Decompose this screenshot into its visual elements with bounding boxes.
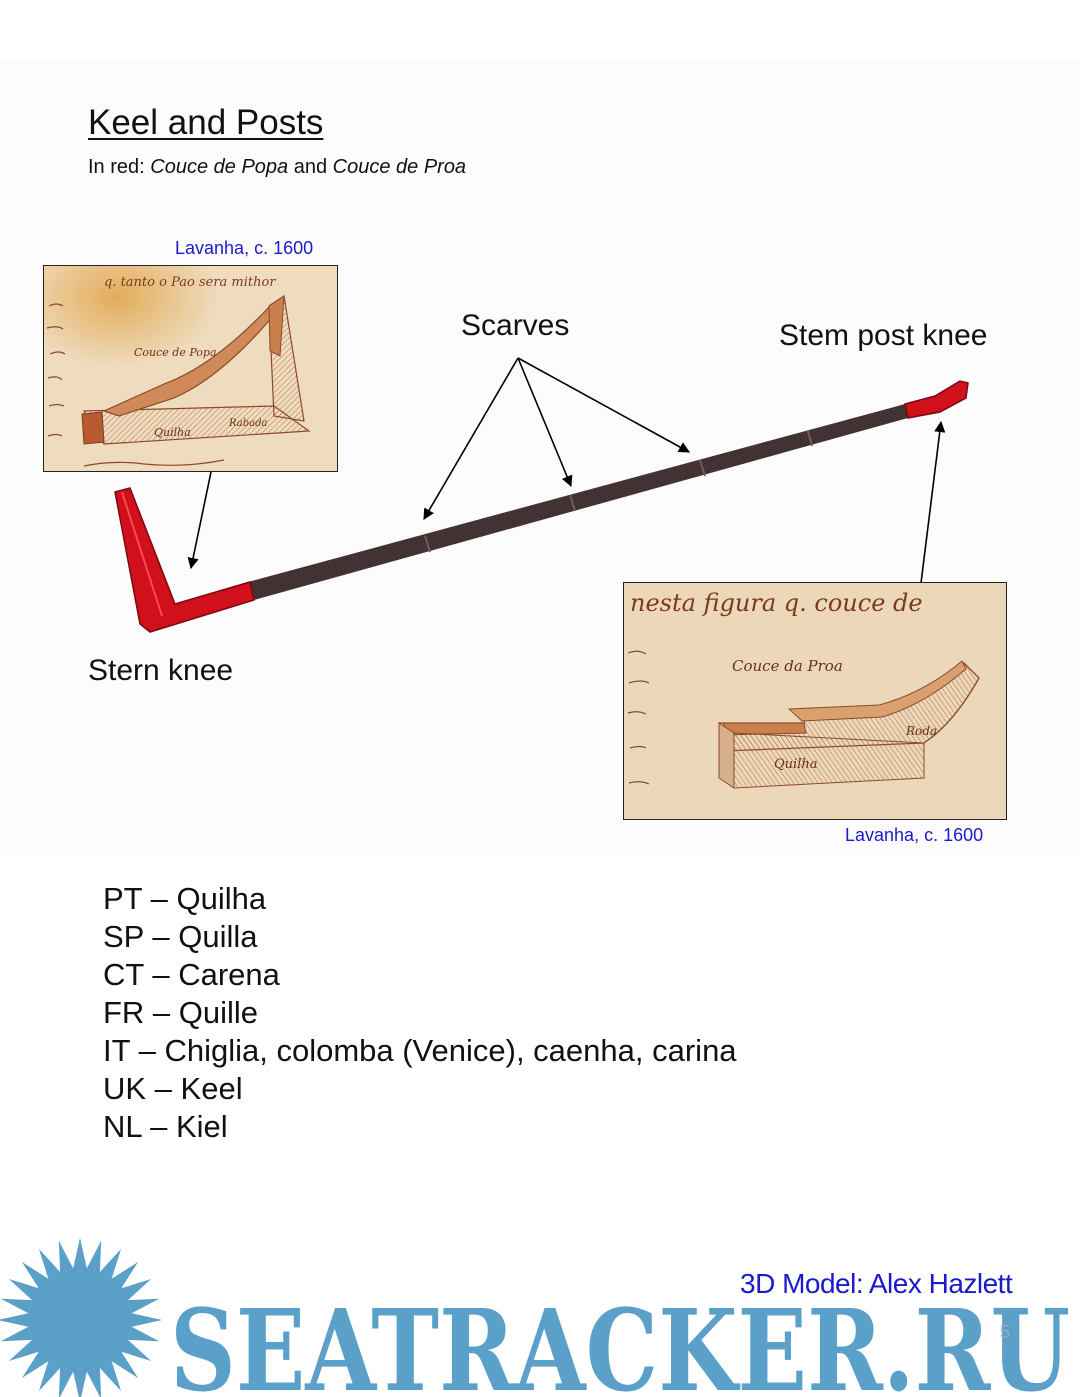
keel-diagram <box>114 357 969 633</box>
keel-beam <box>248 404 908 600</box>
subtitle-conjunction: and <box>288 156 333 178</box>
sun-logo-icon <box>0 1238 162 1397</box>
label-stem-post-knee: Stem post knee <box>779 319 988 352</box>
manuscript-part-label: Roda <box>905 724 937 738</box>
manuscript-part-label: Rabada <box>228 418 267 429</box>
subtitle-term-stern: Couce de Popa <box>150 156 289 178</box>
stern-post <box>114 487 255 633</box>
subtitle-term-bow: Couce de Proa <box>332 156 467 178</box>
subtitle-prefix: In red: <box>88 156 151 178</box>
caption-top-left: Lavanha, c. 1600 <box>175 238 314 258</box>
manuscript-part-label: Quilha <box>774 757 817 772</box>
manuscript-bow-image: nesta figura q. couce de Couce da Proa Q… <box>623 582 1007 820</box>
manuscript-script-line: q. tanto o Pao sera mithor <box>104 275 276 290</box>
manuscript-part-label: Couce de Popa <box>134 346 217 359</box>
manuscript-part-label: Quilha <box>154 426 191 439</box>
stem-post <box>904 380 969 419</box>
label-scarves: Scarves <box>461 309 570 342</box>
manuscript-bow-drawing: nesta figura q. couce de Couce da Proa Q… <box>624 583 1006 819</box>
manuscript-script-line: nesta figura q. couce de <box>630 589 923 617</box>
translation-item: PT – Quilha <box>103 881 267 916</box>
model-credit: 3D Model: Alex Hazlett <box>740 1268 1013 1299</box>
translation-item: CT – Carena <box>103 957 280 992</box>
manuscript-part-label: Couce da Proa <box>732 657 843 675</box>
manuscript-stern-image: q. tanto o Pao sera mithor Couce de Popa… <box>43 265 338 472</box>
translation-item: UK – Keel <box>103 1071 243 1106</box>
label-stern-knee: Stern knee <box>88 654 234 687</box>
seatracker-watermark: SEATRACKER.RU <box>0 1238 1070 1397</box>
translation-item: IT – Chiglia, colomba (Venice), caenha, … <box>103 1033 737 1068</box>
scarf-joints <box>424 430 813 553</box>
page-number: 5 <box>1000 1322 1011 1342</box>
translation-item: NL – Kiel <box>103 1109 228 1144</box>
translation-list: PT – Quilha SP – Quilla CT – Carena FR –… <box>103 880 737 1146</box>
manuscript-stern-drawing: q. tanto o Pao sera mithor Couce de Popa… <box>44 266 337 471</box>
slide-title: Keel and Posts <box>88 103 324 142</box>
watermark-text: SEATRACKER.RU <box>170 1286 1070 1397</box>
translation-item: FR – Quille <box>103 995 259 1030</box>
annotation-arrows <box>187 357 946 584</box>
slide-subtitle: In red: Couce de Popa and Couce de Proa <box>88 156 466 179</box>
caption-bottom-right: Lavanha, c. 1600 <box>845 825 984 845</box>
translation-item: SP – Quilla <box>103 919 258 954</box>
